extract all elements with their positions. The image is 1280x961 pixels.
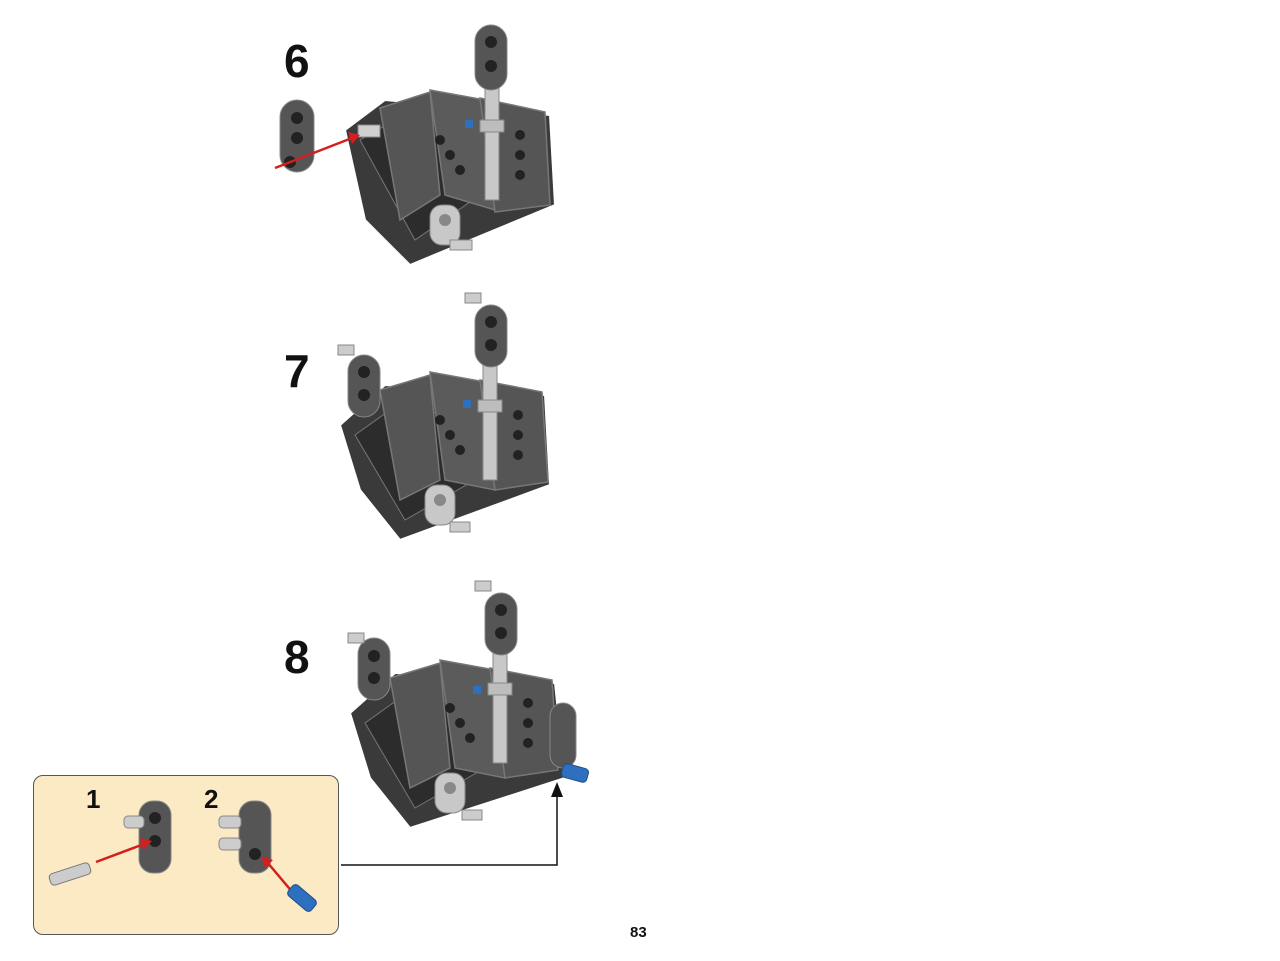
step-6-illustration bbox=[274, 24, 557, 267]
step-number-7: 7 bbox=[284, 345, 310, 397]
page-number: 83 bbox=[630, 924, 647, 941]
step-number-8: 8 bbox=[284, 631, 310, 683]
substep-1-illustration bbox=[48, 800, 172, 886]
sub-assembly-callout: 1 2 bbox=[33, 775, 339, 935]
substep-number-2: 2 bbox=[204, 784, 219, 814]
step-7-illustration bbox=[337, 292, 552, 542]
step-8-illustration bbox=[347, 580, 589, 830]
substep-number-1: 1 bbox=[86, 784, 101, 814]
substep-2-illustration bbox=[218, 800, 317, 912]
step-number-6: 6 bbox=[284, 35, 310, 87]
